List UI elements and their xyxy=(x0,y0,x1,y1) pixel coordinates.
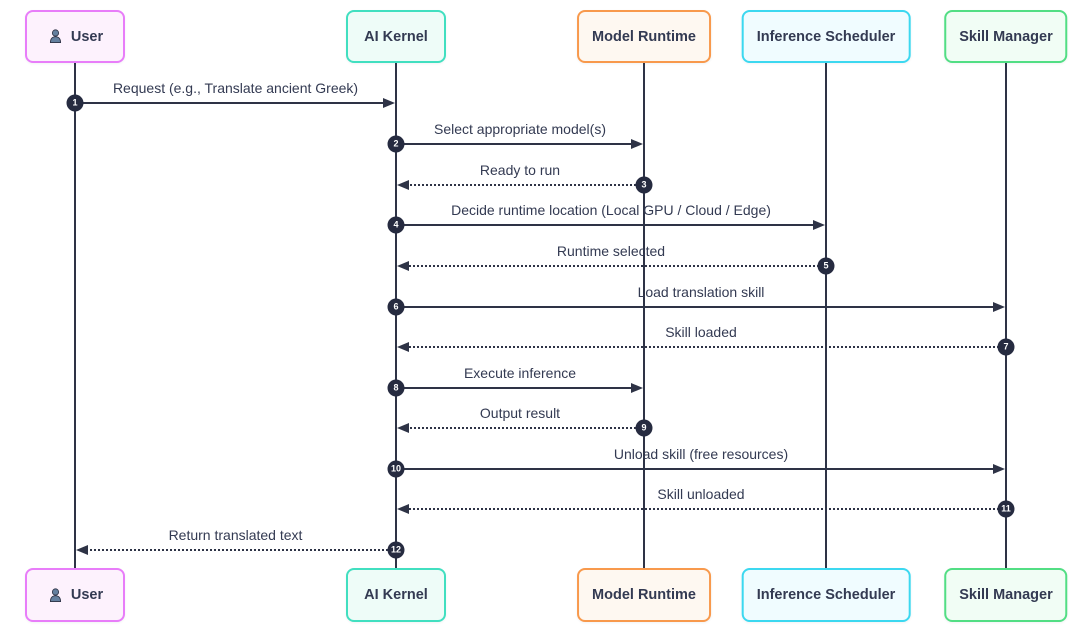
message-label-4: Decide runtime location (Local GPU / Clo… xyxy=(451,202,771,218)
lifeline-user xyxy=(74,62,76,568)
message-arrowhead-11 xyxy=(397,504,409,514)
message-label-12: Return translated text xyxy=(168,527,303,543)
message-label-5: Runtime selected xyxy=(556,243,666,259)
actor-label: AI Kernel xyxy=(364,28,428,45)
message-line-3 xyxy=(406,184,644,186)
message-label-11: Skill unloaded xyxy=(657,486,745,502)
actor-skill-manager-bottom: Skill Manager xyxy=(944,568,1068,622)
message-line-10 xyxy=(396,468,996,470)
message-arrowhead-1 xyxy=(383,98,395,108)
message-number-5: 5 xyxy=(817,257,835,275)
actor-label: Inference Scheduler xyxy=(756,28,896,45)
message-arrowhead-3 xyxy=(397,180,409,190)
actor-label: Skill Manager xyxy=(959,587,1053,603)
message-arrowhead-6 xyxy=(993,302,1005,312)
message-arrowhead-7 xyxy=(397,342,409,352)
lifeline-model-runtime xyxy=(643,62,645,568)
actor-label: Model Runtime xyxy=(592,28,696,45)
message-number-10: 10 xyxy=(387,460,405,478)
message-arrowhead-2 xyxy=(631,139,643,149)
message-number-2: 2 xyxy=(387,135,405,153)
message-arrowhead-4 xyxy=(813,220,825,230)
actor-user-top: User xyxy=(25,10,125,63)
user-icon xyxy=(49,29,61,43)
message-line-8 xyxy=(396,387,634,389)
message-label-2: Select appropriate model(s) xyxy=(434,121,606,137)
actor-ai-kernel-bottom: AI Kernel xyxy=(346,568,446,622)
message-number-4: 4 xyxy=(387,216,405,234)
message-line-5 xyxy=(406,265,826,267)
actor-inference-scheduler-bottom: Inference Scheduler xyxy=(741,568,911,622)
actor-inference-scheduler-top: Inference Scheduler xyxy=(741,10,911,63)
actor-label: AI Kernel xyxy=(364,587,428,603)
message-line-6 xyxy=(396,306,996,308)
message-label-8: Execute inference xyxy=(463,365,577,381)
message-arrowhead-12 xyxy=(76,545,88,555)
actor-model-runtime-bottom: Model Runtime xyxy=(577,568,711,622)
message-number-12: 12 xyxy=(387,541,405,559)
message-number-7: 7 xyxy=(997,338,1015,356)
message-arrowhead-9 xyxy=(397,423,409,433)
message-label-7: Skill loaded xyxy=(665,324,737,340)
message-line-9 xyxy=(406,427,644,429)
actor-label: Inference Scheduler xyxy=(756,587,896,603)
actor-model-runtime-top: Model Runtime xyxy=(577,10,711,63)
message-number-8: 8 xyxy=(387,379,405,397)
actor-skill-manager-top: Skill Manager xyxy=(944,10,1068,63)
message-line-1 xyxy=(75,102,386,104)
lifeline-inference-scheduler xyxy=(825,62,827,568)
actor-label: Model Runtime xyxy=(592,587,696,603)
message-label-3: Ready to run xyxy=(479,162,561,178)
message-label-9: Output result xyxy=(479,405,561,421)
message-arrowhead-8 xyxy=(631,383,643,393)
message-label-6: Load translation skill xyxy=(637,284,765,300)
message-line-12 xyxy=(85,549,396,551)
actor-ai-kernel-top: AI Kernel xyxy=(346,10,446,63)
user-icon xyxy=(49,587,61,602)
actor-label: User xyxy=(70,28,104,45)
message-line-2 xyxy=(396,143,634,145)
message-arrowhead-5 xyxy=(397,261,409,271)
message-number-11: 11 xyxy=(997,500,1015,518)
message-number-1: 1 xyxy=(66,94,84,112)
message-arrowhead-10 xyxy=(993,464,1005,474)
lifeline-skill-manager xyxy=(1005,62,1007,568)
message-label-10: Unload skill (free resources) xyxy=(613,446,789,462)
message-line-11 xyxy=(406,508,1006,510)
actor-label: Skill Manager xyxy=(959,28,1053,45)
message-line-4 xyxy=(396,224,816,226)
message-label-1: Request (e.g., Translate ancient Greek) xyxy=(112,80,359,96)
actor-label: User xyxy=(70,587,104,603)
message-line-7 xyxy=(406,346,1006,348)
message-number-6: 6 xyxy=(387,298,405,316)
actor-user-bottom: User xyxy=(25,568,125,622)
message-number-9: 9 xyxy=(635,419,653,437)
message-number-3: 3 xyxy=(635,176,653,194)
